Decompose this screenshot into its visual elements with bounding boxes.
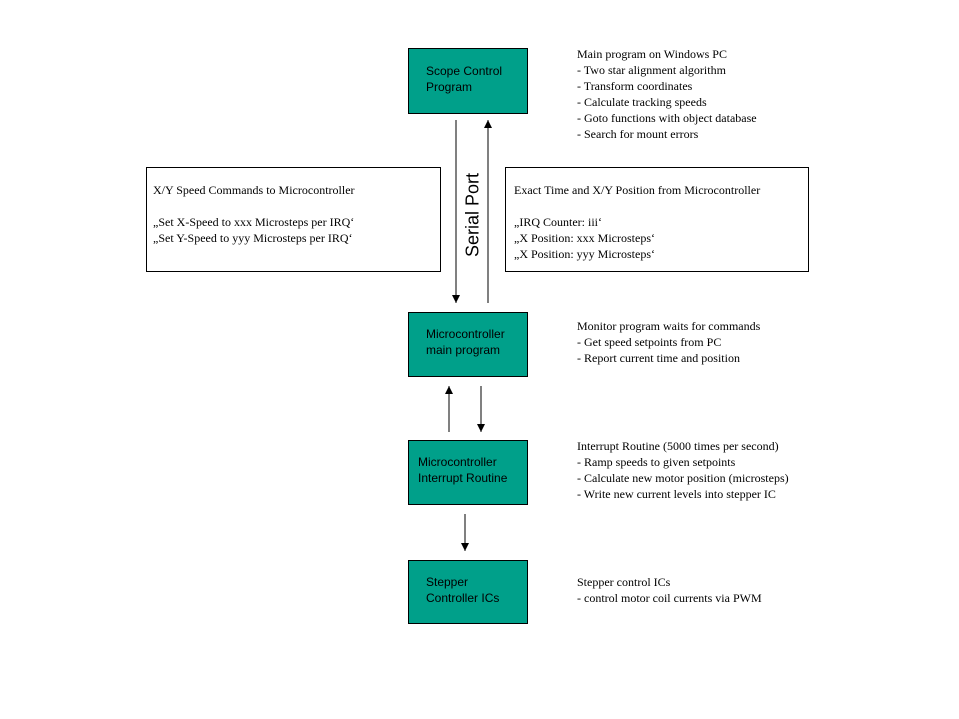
scope-note-0: Main program on Windows PC (577, 47, 727, 61)
scope-note-4: - Goto functions with object database (577, 111, 757, 125)
scope-notes: Main program on Windows PC - Two star al… (577, 46, 757, 142)
stepper-box-line-1: Stepper (426, 575, 469, 589)
main-box-line-2: main program (426, 343, 501, 357)
main-box-line-1: Microcontroller (426, 327, 505, 341)
scope-note-2: - Transform coordinates (577, 79, 693, 93)
irq-note-0: Interrupt Routine (5000 times per second… (577, 439, 779, 453)
stepper-controller-box: Stepper Controller ICs (408, 560, 528, 624)
irq-note-2: - Calculate new motor position (microste… (577, 471, 789, 485)
main-note-1: - Get speed setpoints from PC (577, 335, 722, 349)
irq-counter-line: „IRQ Counter: iii‘ (514, 215, 602, 229)
microcontroller-main-box: Microcontroller main program (408, 312, 528, 377)
main-note-0: Monitor program waits for commands (577, 319, 761, 333)
stepper-note-0: Stepper control ICs (577, 575, 671, 589)
scope-note-1: - Two star alignment algorithm (577, 63, 726, 77)
irq-note-1: - Ramp speeds to given setpoints (577, 455, 736, 469)
main-notes: Monitor program waits for commands - Get… (577, 318, 760, 366)
y-position-line: „X Position: yyy Microsteps‘ (514, 247, 655, 261)
scope-note-5: - Search for mount errors (577, 127, 699, 141)
microcontroller-irq-box: Microcontroller Interrupt Routine (408, 440, 528, 505)
serial-port-label: Serial Port (457, 170, 489, 260)
stepper-box-line-2: Controller ICs (426, 591, 500, 605)
stepper-note-1: - control motor coil currents via PWM (577, 591, 762, 605)
stepper-notes: Stepper control ICs - control motor coil… (577, 574, 762, 606)
irq-note-3: - Write new current levels into stepper … (577, 487, 776, 501)
irq-notes: Interrupt Routine (5000 times per second… (577, 438, 789, 502)
scope-box-line-1: Scope Control (426, 64, 503, 78)
speed-command-x: „Set X-Speed to xxx Microsteps per IRQ‘ (153, 215, 355, 229)
serial-port-text: Serial Port (462, 172, 483, 258)
irq-box-line-2: Interrupt Routine (418, 471, 508, 485)
speed-commands-frame: X/Y Speed Commands to Microcontroller „S… (146, 167, 441, 272)
scope-note-3: - Calculate tracking speeds (577, 95, 707, 109)
x-position-line: „X Position: xxx Microsteps‘ (514, 231, 655, 245)
scope-control-box: Scope Control Program (408, 48, 528, 114)
main-note-2: - Report current time and position (577, 351, 740, 365)
scope-box-line-2: Program (426, 80, 473, 94)
speed-commands-title: X/Y Speed Commands to Microcontroller (153, 183, 355, 197)
position-report-title: Exact Time and X/Y Position from Microco… (514, 183, 761, 197)
speed-command-y: „Set Y-Speed to yyy Microsteps per IRQ‘ (153, 231, 353, 245)
position-report-frame: Exact Time and X/Y Position from Microco… (505, 167, 809, 272)
irq-box-line-1: Microcontroller (418, 455, 497, 469)
